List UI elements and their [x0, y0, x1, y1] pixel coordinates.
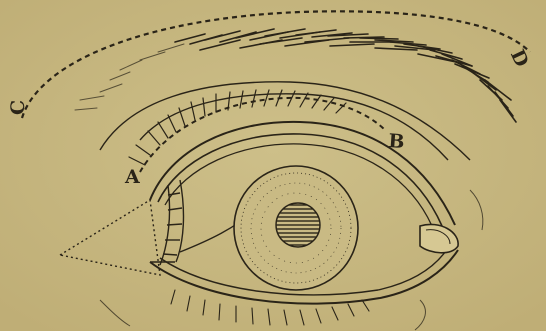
- label-b: B: [388, 132, 405, 152]
- label-a: A: [125, 168, 140, 187]
- pupil: [276, 203, 320, 247]
- label-c: C: [9, 100, 28, 115]
